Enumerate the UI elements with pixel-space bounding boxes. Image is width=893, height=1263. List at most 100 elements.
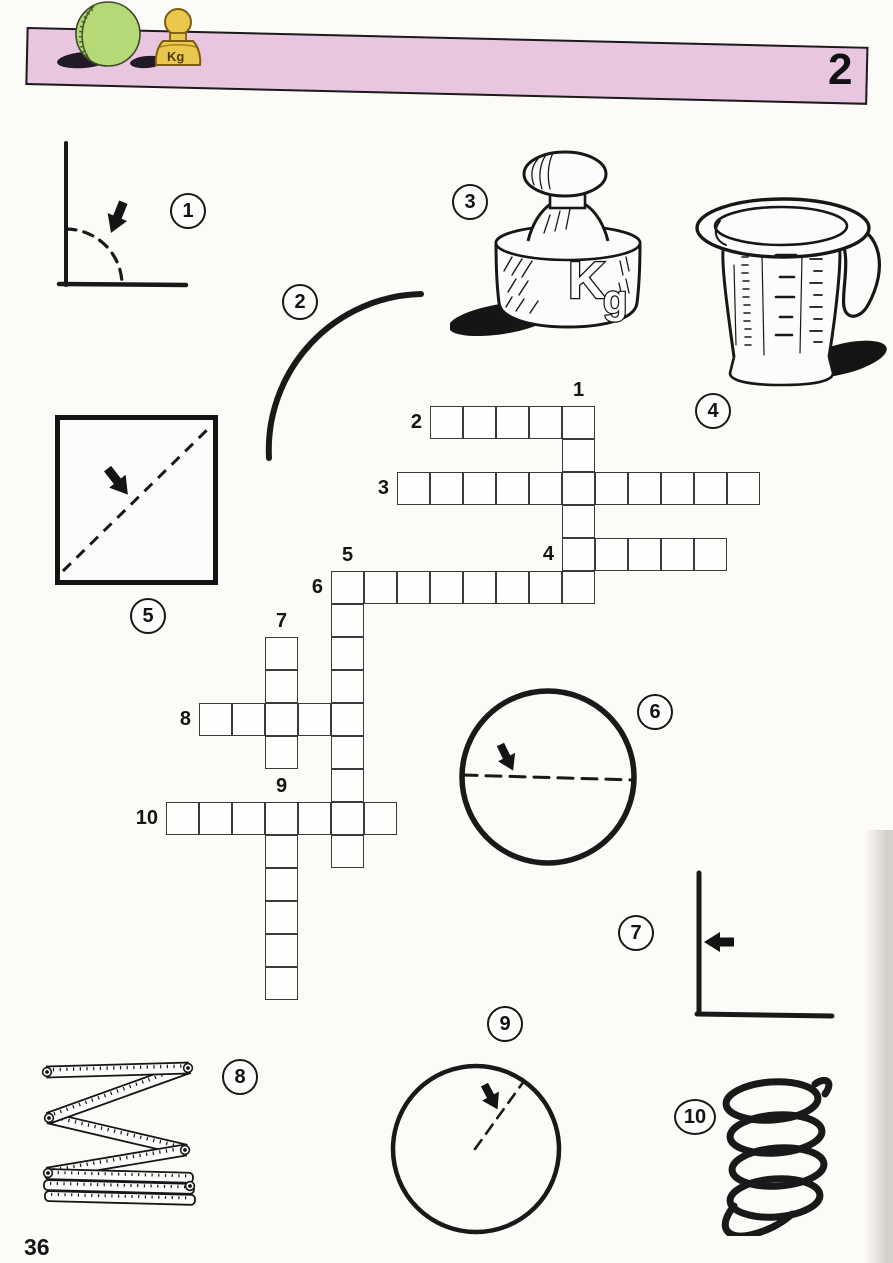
crossword-cell-3-5[interactable] xyxy=(529,472,562,505)
arrow-icon xyxy=(704,932,734,952)
crossword-cell-9-2[interactable] xyxy=(265,835,298,868)
crossword-cell-7-2[interactable] xyxy=(265,670,298,703)
crossword-cell-3-8[interactable] xyxy=(628,472,661,505)
crossword-cell-5-9[interactable] xyxy=(331,835,364,868)
crossword-cell-6-5[interactable] xyxy=(463,571,496,604)
weight-letter-g: g xyxy=(603,278,627,322)
crossword-cell-5-1[interactable] xyxy=(331,571,364,604)
crossword-cell-1-2[interactable] xyxy=(562,439,595,472)
figure-2-curve xyxy=(265,291,424,461)
figure-5-square xyxy=(55,415,218,585)
crossword-cell-5-8[interactable] xyxy=(331,802,364,835)
crossword-cell-1-1[interactable] xyxy=(562,406,595,439)
crossword-cell-4-4[interactable] xyxy=(661,538,694,571)
crossword-cell-7-3[interactable] xyxy=(265,703,298,736)
crossword-cell-2-3[interactable] xyxy=(496,406,529,439)
crossword-cell-6-2[interactable] xyxy=(364,571,397,604)
crossword-cell-2-2[interactable] xyxy=(463,406,496,439)
crossword-cell-1-5[interactable] xyxy=(562,538,595,571)
crossword-cell-5-3[interactable] xyxy=(331,637,364,670)
crossword-cell-6-1[interactable] xyxy=(331,571,364,604)
figure-8-folding-ruler xyxy=(41,1061,196,1206)
crossword-clue-number-10: 10 xyxy=(135,807,158,829)
figure-badge-8-folding-ruler: 8 xyxy=(222,1059,258,1095)
crossword-cell-5-5[interactable] xyxy=(331,703,364,736)
crossword-cell-3-3[interactable] xyxy=(463,472,496,505)
crossword-cell-4-3[interactable] xyxy=(628,538,661,571)
crossword-cell-2-4[interactable] xyxy=(529,406,562,439)
crossword-cell-8-3[interactable] xyxy=(265,703,298,736)
figure-badge-10-coil-spring: 10 xyxy=(674,1099,716,1135)
crossword-cell-7-1[interactable] xyxy=(265,637,298,670)
crossword-cell-1-6[interactable] xyxy=(562,571,595,604)
crossword-cell-3-1[interactable] xyxy=(397,472,430,505)
crossword-cell-10-4[interactable] xyxy=(265,802,298,835)
crossword-cell-10-6[interactable] xyxy=(331,802,364,835)
crossword-cell-6-6[interactable] xyxy=(496,571,529,604)
crossword-cell-4-1[interactable] xyxy=(562,538,595,571)
crossword-cell-5-2[interactable] xyxy=(331,604,364,637)
ruler-rivets xyxy=(41,1062,196,1192)
crossword-cell-8-5[interactable] xyxy=(331,703,364,736)
figure-badge-2-curved-arc: 2 xyxy=(282,284,318,320)
figure-1-angle-arc xyxy=(56,141,189,288)
crossword-cell-1-3[interactable] xyxy=(562,472,595,505)
arrow-icon xyxy=(103,465,128,495)
arrow-icon xyxy=(480,1082,499,1110)
weight-letter-K: K xyxy=(568,252,606,310)
crossword-cell-3-2[interactable] xyxy=(430,472,463,505)
crossword-clue-number-8: 8 xyxy=(179,708,191,730)
crossword-cell-9-1[interactable] xyxy=(265,802,298,835)
figure-badge-9-circle-with-dashed-radius: 9 xyxy=(487,1006,523,1042)
page-number: 36 xyxy=(24,1234,50,1260)
figure-10-spring xyxy=(721,1076,833,1236)
crossword-cell-5-7[interactable] xyxy=(331,769,364,802)
crossword-cell-2-5[interactable] xyxy=(562,406,595,439)
crossword-cell-8-4[interactable] xyxy=(298,703,331,736)
figure-badge-6-circle-with-dashed-diameter: 6 xyxy=(637,694,673,730)
crossword-cell-1-4[interactable] xyxy=(562,505,595,538)
figure-badge-1-right-angle-with-dashed-arc: 1 xyxy=(170,193,206,229)
crossword-cell-3-10[interactable] xyxy=(694,472,727,505)
crossword-cell-10-3[interactable] xyxy=(232,802,265,835)
small-kg-weight-icon: Kg xyxy=(154,8,202,66)
crossword-cell-10-1[interactable] xyxy=(166,802,199,835)
crossword-cell-5-6[interactable] xyxy=(331,736,364,769)
crossword-cell-10-7[interactable] xyxy=(364,802,397,835)
crossword-cell-9-5[interactable] xyxy=(265,934,298,967)
crossword-cell-6-3[interactable] xyxy=(397,571,430,604)
crossword-cell-10-5[interactable] xyxy=(298,802,331,835)
crossword-cell-6-4[interactable] xyxy=(430,571,463,604)
crossword-cell-6-7[interactable] xyxy=(529,571,562,604)
crossword-cell-9-3[interactable] xyxy=(265,868,298,901)
banner-art: Kg xyxy=(57,1,202,69)
crossword-cell-3-11[interactable] xyxy=(727,472,760,505)
crossword-clue-number-6: 6 xyxy=(311,576,323,598)
crossword-cell-9-6[interactable] xyxy=(265,967,298,1000)
figure-3-kg-weight: K g xyxy=(450,150,642,337)
crossword-cell-3-7[interactable] xyxy=(595,472,628,505)
crossword-cell-10-2[interactable] xyxy=(199,802,232,835)
crossword-cell-8-2[interactable] xyxy=(232,703,265,736)
crossword-cell-5-4[interactable] xyxy=(331,670,364,703)
figure-badge-7-right-angle: 7 xyxy=(618,915,654,951)
crossword-cell-7-4[interactable] xyxy=(265,736,298,769)
crossword-clue-number-1: 1 xyxy=(572,379,585,401)
square-diagonal-art xyxy=(61,426,211,573)
crossword-cell-9-4[interactable] xyxy=(265,901,298,934)
crossword-cell-8-1[interactable] xyxy=(199,703,232,736)
crossword-clue-number-4: 4 xyxy=(542,543,554,565)
scan-page-edge xyxy=(865,830,893,1263)
crossword-clue-number-3: 3 xyxy=(377,477,389,499)
crossword-cell-6-8[interactable] xyxy=(562,571,595,604)
crossword-cell-4-5[interactable] xyxy=(694,538,727,571)
crossword-cell-3-4[interactable] xyxy=(496,472,529,505)
crossword-cell-3-6[interactable] xyxy=(562,472,595,505)
figure-9-circle-radius xyxy=(390,1063,562,1235)
crossword-cell-3-9[interactable] xyxy=(661,472,694,505)
figure-6-circle-diameter xyxy=(459,688,637,866)
crossword-cell-4-2[interactable] xyxy=(595,538,628,571)
figure-4-measuring-jug xyxy=(695,197,887,387)
figure-badge-3-kilogram-weight: 3 xyxy=(452,184,488,220)
